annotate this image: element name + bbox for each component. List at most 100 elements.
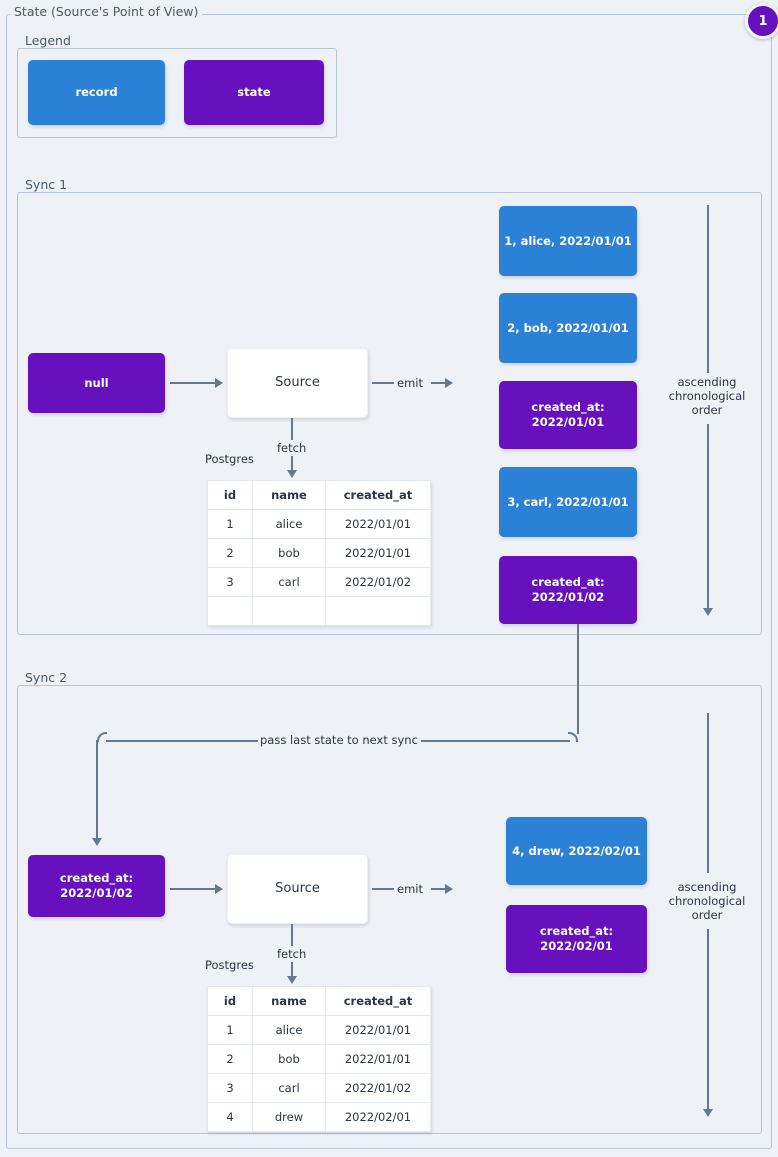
sync1-emitted-2-label: created_at: 2022/01/01 xyxy=(531,400,605,429)
sync1-source-node: Source xyxy=(227,348,368,418)
sync2-th-id: id xyxy=(207,986,253,1016)
sync2-emitted-1-label: created_at: 2022/02/01 xyxy=(539,924,614,953)
sync1-emitted-1: 2, bob, 2022/01/01 xyxy=(499,293,637,363)
sync2-input-state: created_at: 2022/01/02 xyxy=(28,855,165,917)
sync1-cell: 1 xyxy=(207,509,253,539)
sync1-th-date: created_at xyxy=(325,480,431,510)
sync2-emit-arrowhead xyxy=(445,884,453,894)
sync1-order-line-bottom xyxy=(707,424,709,608)
sync1-cell: 2 xyxy=(207,538,253,568)
table-row: 2 bob 2022/01/01 xyxy=(207,538,431,568)
sync1-order-line-top xyxy=(707,205,709,373)
sync2-state-to-source-line xyxy=(170,888,215,890)
sync2-cell: 2022/01/01 xyxy=(325,1015,431,1045)
sync2-source-label: Source xyxy=(275,880,320,896)
sync2-emit-label: emit xyxy=(397,882,423,896)
sync1-th-id: id xyxy=(207,480,253,510)
legend-swatch-record-label: record xyxy=(75,85,118,100)
sync2-cell: alice xyxy=(252,1015,326,1045)
sync2-input-state-label: created_at: 2022/01/02 xyxy=(59,871,134,900)
sync1-emitted-1-label: 2, bob, 2022/01/01 xyxy=(507,320,629,335)
sync1-cell: 2022/01/01 xyxy=(325,509,431,539)
sync1-state-to-source-arrowhead xyxy=(215,378,223,388)
sync2-emit-line-left xyxy=(372,888,394,890)
sync1-emit-line-right xyxy=(431,382,445,384)
handoff-line-down-right xyxy=(577,624,579,734)
sync1-cell xyxy=(252,596,326,626)
handoff-line-horizontal-left xyxy=(106,740,258,742)
sync1-db-label: Postgres xyxy=(205,452,254,466)
sync1-emitted-4: created_at: 2022/01/02 xyxy=(499,556,637,624)
table-row xyxy=(207,596,431,626)
sync2-cell: 2022/01/02 xyxy=(325,1073,431,1103)
sync2-fetch-arrowhead xyxy=(287,976,297,984)
sync2-fetch-line xyxy=(291,924,293,946)
sync2-fetch-line-2 xyxy=(291,962,293,976)
sync1-fetch-line xyxy=(291,418,293,440)
sync2-cell: 4 xyxy=(207,1102,253,1132)
handoff-arrowhead xyxy=(92,838,102,846)
sync1-emitted-3-label: 3, carl, 2022/01/01 xyxy=(507,494,629,509)
sync2-th-name: name xyxy=(252,986,326,1016)
sync1-input-state: null xyxy=(28,353,165,413)
handoff-label: pass last state to next sync xyxy=(257,733,421,747)
sync2-cell: drew xyxy=(252,1102,326,1132)
table-row: 2 bob 2022/01/01 xyxy=(207,1044,431,1074)
sync2-order-line-bottom xyxy=(707,929,709,1109)
legend-swatch-state-label: state xyxy=(237,85,271,100)
sync2-order-arrowhead xyxy=(703,1109,713,1117)
sync2-th-date: created_at xyxy=(325,986,431,1016)
sync1-fetch-line-2 xyxy=(291,456,293,470)
sync1-emit-line-left xyxy=(372,382,394,384)
sync1-cell: carl xyxy=(252,567,326,597)
sync2-cell: 1 xyxy=(207,1015,253,1045)
table-row: 4 drew 2022/02/01 xyxy=(207,1102,431,1132)
sync2-cell: 3 xyxy=(207,1073,253,1103)
sync1-cell: bob xyxy=(252,538,326,568)
sync1-fetch-arrowhead xyxy=(287,470,297,478)
sync1-cell: 2022/01/01 xyxy=(325,538,431,568)
sync1-emit-label: emit xyxy=(397,376,423,390)
handoff-corner-right xyxy=(568,732,578,742)
sync1-db-table: id name created_at 1 alice 2022/01/01 2 … xyxy=(207,480,431,626)
sync2-emitted-0-label: 4, drew, 2022/02/01 xyxy=(512,843,641,858)
handoff-line-down-left xyxy=(96,740,98,838)
sync2-cell: bob xyxy=(252,1044,326,1074)
sync1-state-to-source-line xyxy=(170,382,215,384)
sync1-emitted-3: 3, carl, 2022/01/01 xyxy=(499,467,637,537)
sync1-label: Sync 1 xyxy=(21,178,72,192)
sync2-cell: carl xyxy=(252,1073,326,1103)
table-header-row: id name created_at xyxy=(207,986,431,1016)
sync2-db-table: id name created_at 1 alice 2022/01/01 2 … xyxy=(207,986,431,1132)
sync2-state-to-source-arrowhead xyxy=(215,884,223,894)
handoff-corner-left xyxy=(97,732,107,742)
table-row: 1 alice 2022/01/01 xyxy=(207,1015,431,1045)
sync2-source-node: Source xyxy=(227,854,368,924)
sync1-frame xyxy=(17,192,762,635)
step-badge: 1 xyxy=(745,3,778,39)
sync1-emit-arrowhead xyxy=(445,378,453,388)
sync2-emit-line-right xyxy=(431,888,445,890)
outer-group-frame xyxy=(6,14,772,1149)
sync2-emitted-1: created_at: 2022/02/01 xyxy=(506,905,647,973)
sync1-emitted-0-label: 1, alice, 2022/01/01 xyxy=(504,233,632,248)
sync1-cell xyxy=(207,596,253,626)
sync2-order-line-top xyxy=(707,713,709,873)
sync1-cell: 2022/01/02 xyxy=(325,567,431,597)
legend-frame xyxy=(17,48,337,138)
sync1-order-arrowhead xyxy=(703,608,713,616)
sync1-input-state-label: null xyxy=(84,375,109,390)
sync2-order-note: ascending chronological order xyxy=(668,880,746,922)
table-row: 1 alice 2022/01/01 xyxy=(207,509,431,539)
sync1-cell: alice xyxy=(252,509,326,539)
sync2-emitted-0: 4, drew, 2022/02/01 xyxy=(506,817,647,885)
legend-swatch-state: state xyxy=(184,60,324,125)
table-row: 3 carl 2022/01/02 xyxy=(207,1073,431,1103)
sync1-cell: 3 xyxy=(207,567,253,597)
sync1-fetch-label: fetch xyxy=(277,441,307,455)
sync2-cell: 2022/01/01 xyxy=(325,1044,431,1074)
legend-label: Legend xyxy=(21,34,75,48)
outer-group-label: State (Source's Point of View) xyxy=(10,5,203,19)
sync2-fetch-label: fetch xyxy=(277,947,307,961)
